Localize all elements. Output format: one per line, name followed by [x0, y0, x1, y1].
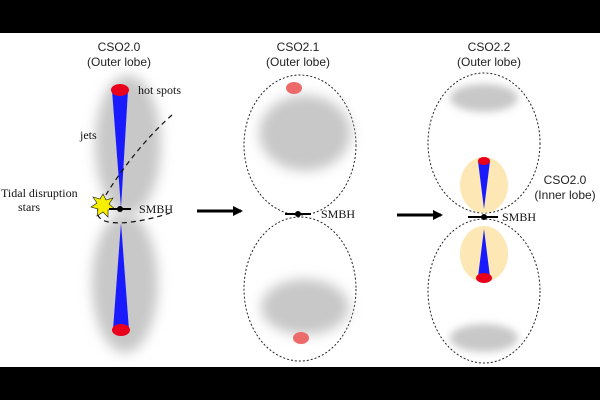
lower-diffuse-lobe: [261, 279, 349, 335]
panel-2-subtitle: (Outer lobe): [266, 55, 330, 69]
panel-1-title: CSO2.0: [98, 40, 141, 54]
panel-cso2-0-outer: CSO2.0 (Outer lobe) hot spots jets Tidal…: [1, 40, 181, 353]
label-smbh-1: SMBH: [139, 202, 173, 216]
inner-jet-top: [478, 161, 490, 209]
label-hot-spots: hot spots: [138, 83, 181, 97]
panel-cso2-2-outer: CSO2.2 (Outer lobe) SMBH CSO2.0 (Inner l…: [427, 40, 596, 364]
inner-lobe-title: CSO2.0: [544, 173, 587, 187]
inner-jet-bottom: [478, 229, 490, 277]
label-jets: jets: [79, 128, 97, 142]
label-smbh-2: SMBH: [321, 207, 355, 221]
tidal-disruption-burst-icon: [90, 193, 116, 218]
hot-spot-bottom: [112, 324, 130, 336]
upper-remnant-lobe: [450, 84, 518, 112]
stellar-orbit-path: [97, 114, 173, 224]
upper-bubble-outline-3: [427, 72, 541, 214]
panel-1-subtitle: (Outer lobe): [87, 55, 151, 69]
label-tidal-disruption-line2: stars: [18, 200, 40, 214]
smbh-dot-2: [295, 211, 301, 217]
faded-hot-spot-top: [286, 82, 302, 94]
smbh-dot: [117, 206, 123, 212]
upper-lobe: [95, 75, 161, 215]
upper-bubble-outline: [243, 74, 357, 216]
lower-jet: [113, 223, 129, 330]
panel-2-title: CSO2.1: [277, 40, 320, 54]
panel-3-subtitle: (Outer lobe): [457, 55, 521, 69]
faded-hot-spot-bottom: [293, 332, 309, 344]
inner-hot-spot-bottom: [476, 273, 492, 283]
upper-jet: [112, 90, 128, 208]
smbh-dot-3: [481, 214, 487, 220]
lower-bubble-outline-3: [427, 218, 541, 364]
lower-bubble-outline: [243, 216, 357, 362]
inner-hot-spot-top: [478, 157, 490, 165]
upper-diffuse-lobe: [259, 95, 351, 171]
lower-remnant-lobe: [450, 324, 518, 352]
label-smbh-3: SMBH: [502, 210, 536, 224]
panel-cso2-1-outer: CSO2.1 (Outer lobe) SMBH: [243, 40, 357, 362]
cso-evolution-diagram: CSO2.0 (Outer lobe) hot spots jets Tidal…: [1, 40, 596, 364]
inner-lobe-subtitle: (Inner lobe): [534, 188, 595, 202]
label-tidal-disruption-line1: Tidal disruption: [1, 186, 78, 200]
panel-3-title: CSO2.2: [468, 40, 511, 54]
diagram-stage: CSO2.0 (Outer lobe) hot spots jets Tidal…: [0, 33, 600, 367]
hot-spot-top: [111, 84, 129, 96]
